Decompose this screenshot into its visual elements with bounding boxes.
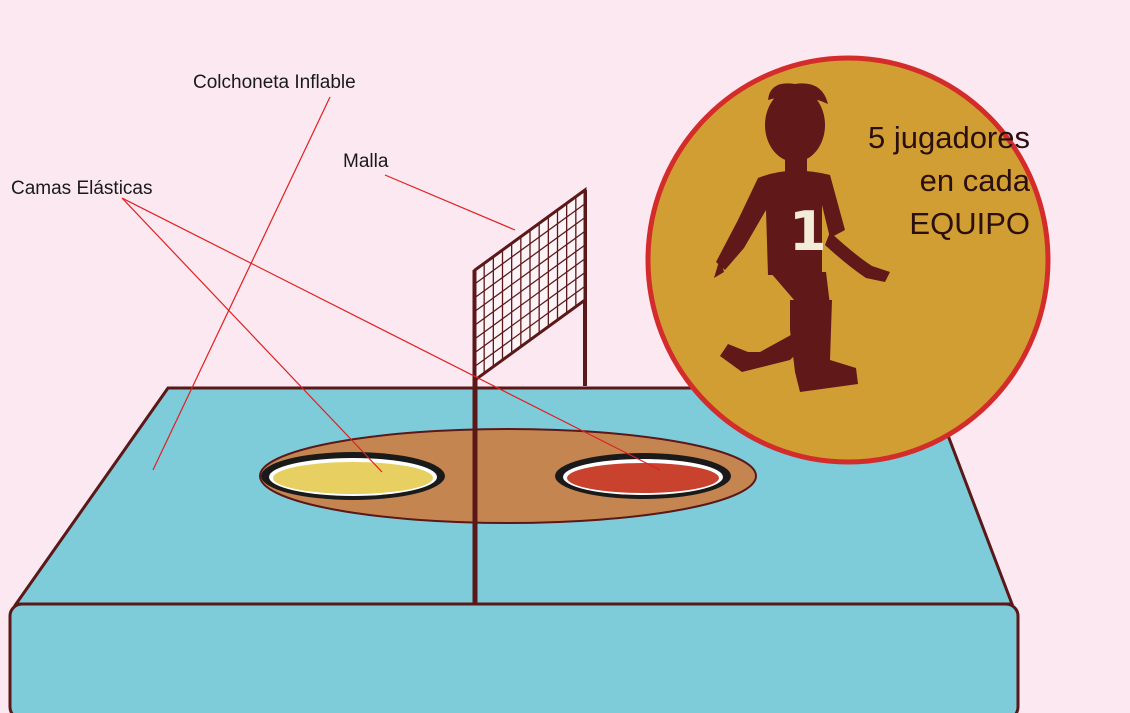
leader-malla (385, 175, 515, 230)
badge-caption: 5 jugadores en cada EQUIPO (810, 116, 1030, 245)
badge-line-1: 5 jugadores (810, 116, 1030, 159)
trampoline-right (555, 453, 731, 499)
badge-line-3: EQUIPO (810, 202, 1030, 245)
mat-front-side (10, 604, 1018, 713)
badge-line-2: en cada (810, 159, 1030, 202)
trampoline-left (261, 452, 445, 500)
label-malla: Malla (343, 151, 388, 173)
label-camas-elasticas: Camas Elásticas (11, 178, 153, 200)
label-colchoneta-inflable: Colchoneta Inflable (193, 72, 356, 94)
